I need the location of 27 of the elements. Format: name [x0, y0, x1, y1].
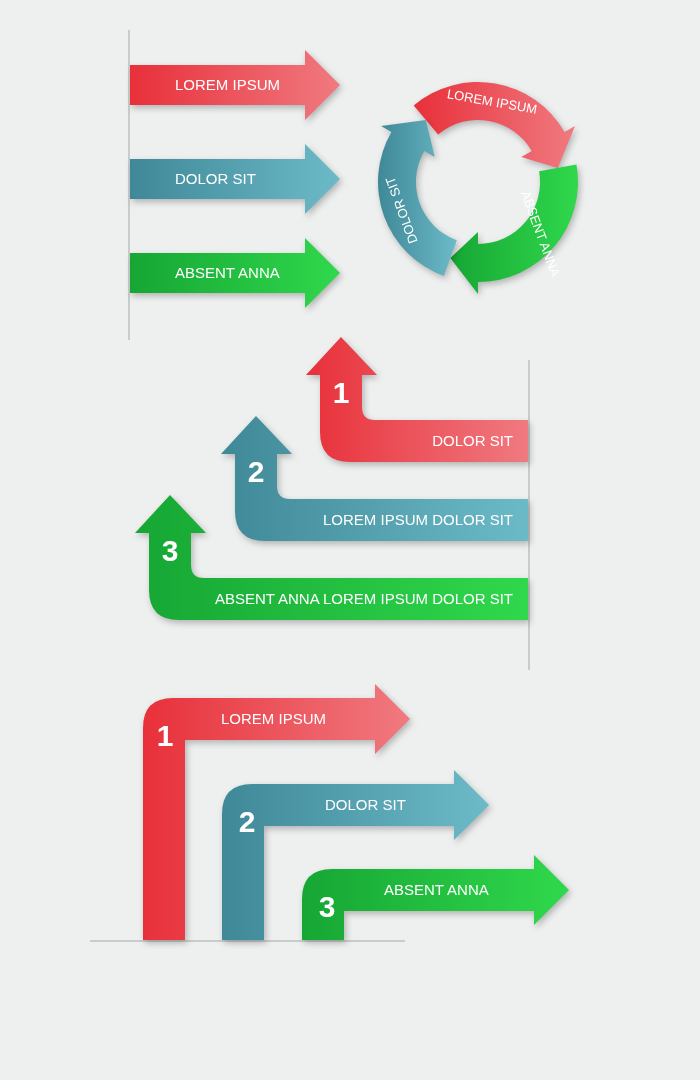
- arrow-banner: [130, 144, 340, 214]
- arrow-label: ABSENT ANNA: [384, 881, 489, 899]
- arrow-label: LOREM IPSUM: [221, 710, 326, 728]
- step-number: 3: [161, 535, 179, 567]
- arrow-banner: [222, 770, 489, 940]
- arrow-banner: [302, 855, 569, 940]
- curved-banner: [413, 82, 575, 168]
- step-number: 2: [247, 456, 265, 488]
- arrow-label: LOREM IPSUM: [445, 85, 539, 119]
- step-number: 2: [238, 806, 256, 838]
- arrow-label: DOLOR SIT: [175, 170, 256, 188]
- curved-banner: [450, 164, 578, 294]
- curved-banner: [378, 119, 457, 276]
- arrow-label: DOLOR SIT: [325, 796, 406, 814]
- arrow-banner: [306, 337, 528, 462]
- arrow-banner: [221, 416, 528, 541]
- arrow-label: ABSENT ANNA LOREM IPSUM DOLOR SIT: [214, 590, 513, 608]
- arrow-banner: [135, 495, 528, 620]
- step-number: 1: [156, 720, 174, 752]
- arrow-label: DOLOR SIT: [432, 432, 513, 450]
- arrow-label: LOREM IPSUM: [175, 76, 280, 94]
- step-number: 1: [332, 377, 350, 409]
- step-number: 3: [318, 891, 336, 923]
- arrow-banner: [130, 238, 340, 308]
- arrow-banner: [130, 50, 340, 120]
- arrow-label: ABSENT ANNA: [175, 264, 280, 282]
- arrow-label: LOREM IPSUM DOLOR SIT: [322, 511, 513, 529]
